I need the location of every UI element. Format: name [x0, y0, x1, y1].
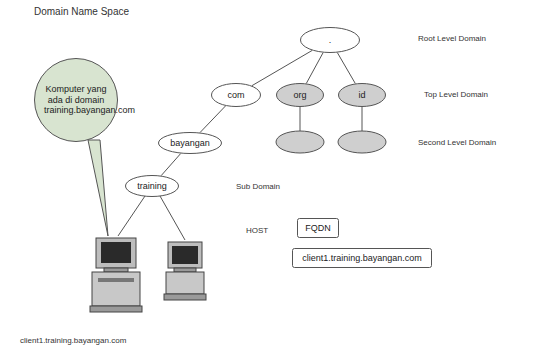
tree-connector: [337, 53, 355, 84]
node-text: client1.training.bayangan.com: [302, 253, 422, 263]
node-text: .: [329, 35, 332, 45]
tree-connector: [200, 106, 226, 133]
level-label: client1.training.bayangan.com: [20, 336, 126, 345]
level-label: Top Level Domain: [424, 90, 488, 99]
tree-connector: [161, 154, 181, 176]
node-text: Komputer yang ada di domain training.bay…: [44, 84, 108, 115]
root-domain: .: [300, 27, 360, 53]
node-text: id: [358, 90, 365, 100]
level-label: Sub Domain: [236, 182, 280, 191]
node-text: FQDN: [305, 223, 331, 233]
fqdn-example-box: client1.training.bayangan.com: [292, 248, 432, 268]
node-text: bayangan: [170, 138, 210, 148]
fqdn-box: FQDN: [297, 218, 339, 238]
level-label: Root Level Domain: [418, 34, 486, 43]
level-label: Second Level Domain: [418, 138, 496, 147]
sub-domain: training: [125, 175, 179, 197]
tree-connector: [252, 50, 312, 85]
top-level-domain: org: [276, 83, 324, 107]
top-level-domain: com: [211, 83, 261, 107]
node-text: com: [227, 90, 244, 100]
top-level-domain: id: [338, 83, 386, 107]
level-label: HOST: [246, 226, 268, 235]
node-text: org: [293, 90, 306, 100]
callout-bubble: Komputer yang ada di domain training.bay…: [34, 58, 118, 142]
diagram-title: Domain Name Space: [34, 6, 129, 17]
node-text: training: [137, 181, 167, 191]
tree-connector: [306, 53, 323, 84]
second-level-domain: bayangan: [158, 132, 222, 154]
